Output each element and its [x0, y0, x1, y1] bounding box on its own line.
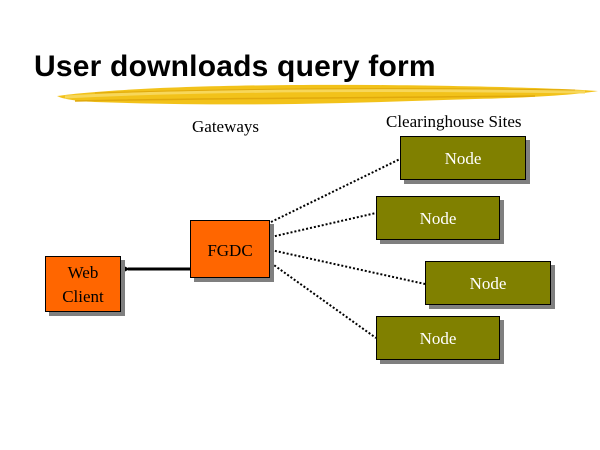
dotted-link-node-2 — [270, 212, 377, 238]
fgdc-gateway-box: FGDC — [190, 220, 270, 278]
clearinghouse-node-2: Node — [376, 196, 500, 240]
brush-stroke-decoration — [57, 84, 598, 105]
clearinghouse-sites-label: Clearinghouse Sites — [386, 112, 522, 131]
web-client-label-line2: Client — [62, 287, 104, 306]
node-label: Node — [444, 149, 482, 168]
web-client-label-line1: Web — [67, 263, 99, 282]
fgdc-label: FGDC — [207, 241, 253, 260]
node-label: Node — [419, 209, 457, 228]
dotted-link-node-4 — [270, 262, 377, 339]
slide-title: User downloads query form — [34, 50, 436, 83]
clearinghouse-node-4: Node — [376, 316, 500, 360]
gateways-label: Gateways — [192, 117, 260, 136]
web-client-box: Web Client — [45, 256, 121, 312]
node-label: Node — [419, 329, 457, 348]
node-label: Node — [469, 274, 507, 293]
clearinghouse-node-3: Node — [425, 261, 551, 305]
clearinghouse-node-1: Node — [400, 136, 526, 180]
